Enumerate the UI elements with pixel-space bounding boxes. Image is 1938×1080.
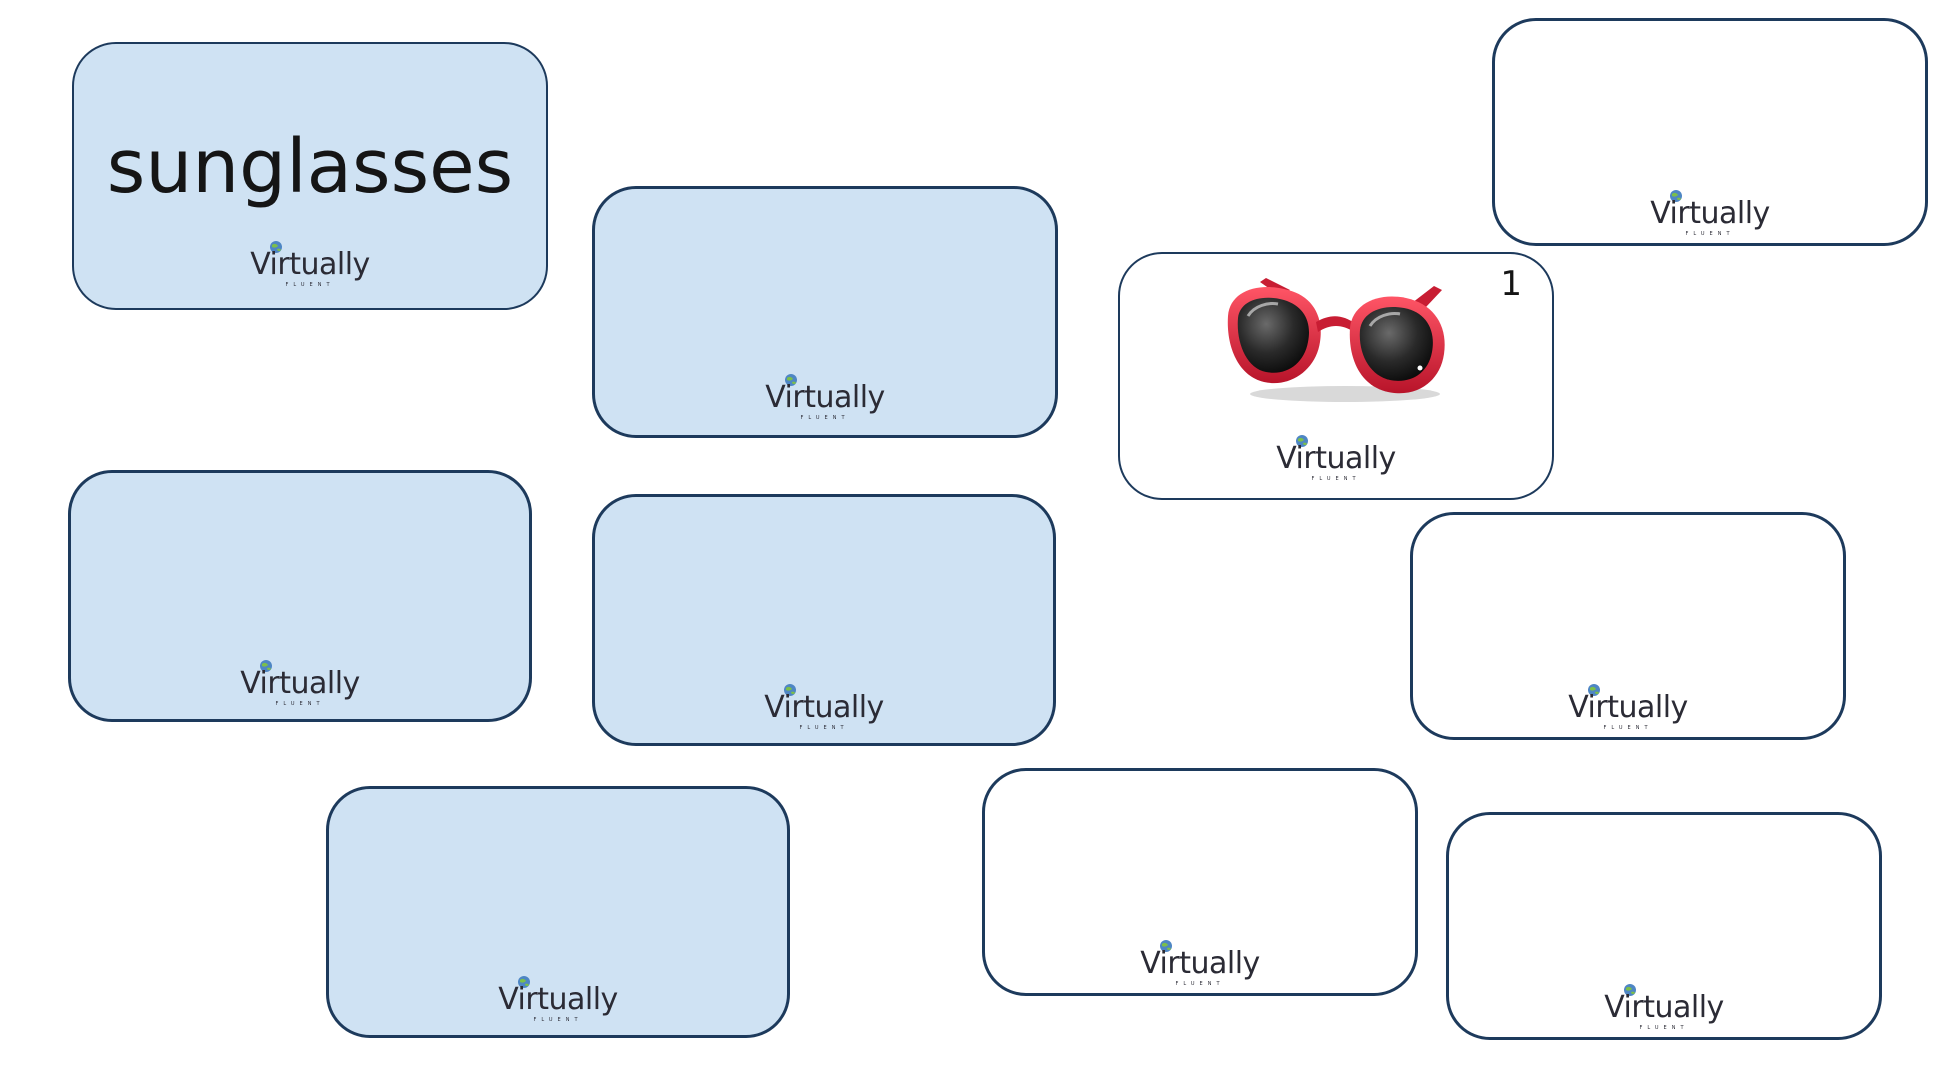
card-word: sunglasses — [106, 124, 514, 210]
logo-tagline: FLUENT — [1311, 476, 1361, 482]
logo-wordmark: Virtually — [250, 247, 370, 282]
logo-tagline: FLUENT — [1175, 981, 1225, 987]
globe-icon — [270, 241, 282, 253]
logo-tagline: FLUENT — [1685, 231, 1735, 237]
globe-icon — [1624, 984, 1636, 996]
logo-wordmark: Virtually — [1604, 990, 1724, 1025]
globe-icon — [1670, 190, 1682, 202]
picture-card-revealed[interactable]: 1 — [1118, 252, 1554, 500]
logo-tagline: FLUENT — [285, 282, 335, 288]
logo-wordmark: Virtually — [1276, 441, 1396, 476]
globe-icon — [1160, 940, 1172, 952]
logo-wordmark: Virtually — [1140, 946, 1260, 981]
logo-tagline: FLUENT — [533, 1017, 583, 1023]
sunglasses-image — [1227, 278, 1445, 402]
globe-icon — [260, 660, 272, 672]
card-number: 1 — [1500, 264, 1522, 304]
logo-wordmark: Virtually — [1568, 690, 1688, 725]
logo-wordmark: Virtually — [764, 690, 884, 725]
logo-tagline: FLUENT — [1603, 725, 1653, 731]
logo-wordmark: Virtually — [1650, 196, 1770, 231]
logo-wordmark: Virtually — [498, 982, 618, 1017]
logo-tagline: FLUENT — [799, 725, 849, 731]
logo-wordmark: Virtually — [765, 380, 885, 415]
globe-icon — [784, 684, 796, 696]
logo-wordmark: Virtually — [240, 666, 360, 701]
logo-tagline: FLUENT — [800, 415, 850, 421]
globe-icon — [518, 976, 530, 988]
globe-icon — [1588, 684, 1600, 696]
globe-icon — [785, 374, 797, 386]
globe-icon — [1296, 435, 1308, 447]
logo-tagline: FLUENT — [275, 701, 325, 707]
logo-tagline: FLUENT — [1639, 1025, 1689, 1031]
